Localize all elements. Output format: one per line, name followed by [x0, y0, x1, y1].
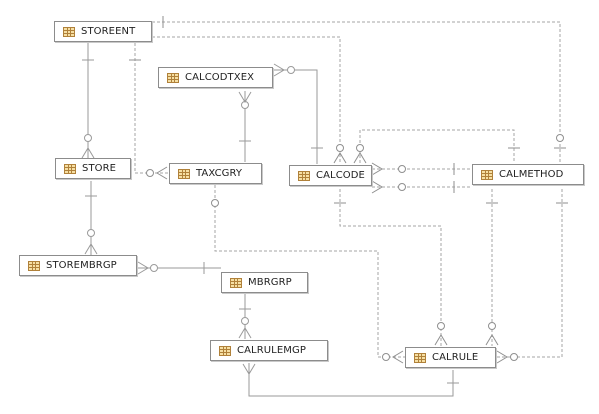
entity-label: CALMETHOD	[499, 169, 564, 180]
entity-calcode[interactable]: CALCODE	[289, 165, 372, 186]
table-icon	[64, 163, 76, 174]
entity-label: MBRGRP	[248, 277, 292, 288]
rel-storeent-calmethod	[152, 21, 561, 163]
entity-label: STORE	[82, 163, 117, 174]
table-icon	[178, 168, 190, 179]
table-icon	[230, 277, 242, 288]
entity-calrule[interactable]: CALRULE	[405, 347, 496, 368]
rel-calcode-calrule	[339, 189, 442, 346]
rel-storeent-calcode	[152, 36, 341, 163]
table-icon	[219, 345, 231, 356]
table-icon	[414, 352, 426, 363]
entity-calcodtxex[interactable]: CALCODTXEX	[158, 67, 273, 88]
rel-calmethod-calcode-loop	[359, 129, 515, 163]
entity-calmethod[interactable]: CALMETHOD	[472, 164, 584, 185]
entity-store[interactable]: STORE	[55, 158, 131, 179]
table-icon	[167, 72, 179, 83]
entity-mbrgrp[interactable]: MBRGRP	[221, 272, 308, 293]
entity-label: CALRULE	[432, 352, 479, 363]
entity-label: STOREMBRGP	[46, 260, 117, 271]
table-icon	[28, 260, 40, 271]
rel-calmethod-calrule-2	[496, 189, 563, 358]
entity-storembrgrp[interactable]: STOREMBRGP	[19, 255, 137, 276]
entity-taxcgry[interactable]: TAXCGRY	[169, 163, 262, 184]
entity-label: STOREENT	[81, 26, 136, 37]
entity-label: TAXCGRY	[196, 168, 243, 179]
entity-storeent[interactable]: STOREENT	[54, 21, 152, 42]
entity-label: CALCODTXEX	[185, 72, 255, 83]
entity-label: CALRULEMGP	[237, 345, 306, 356]
rel-storeent-taxcgry	[134, 43, 168, 174]
table-icon	[298, 170, 310, 181]
table-icon	[63, 26, 75, 37]
entity-calrulemgp[interactable]: CALRULEMGP	[210, 340, 328, 361]
table-icon	[481, 169, 493, 180]
entity-label: CALCODE	[316, 170, 365, 181]
rel-calcodtxex-calcode	[273, 69, 318, 164]
